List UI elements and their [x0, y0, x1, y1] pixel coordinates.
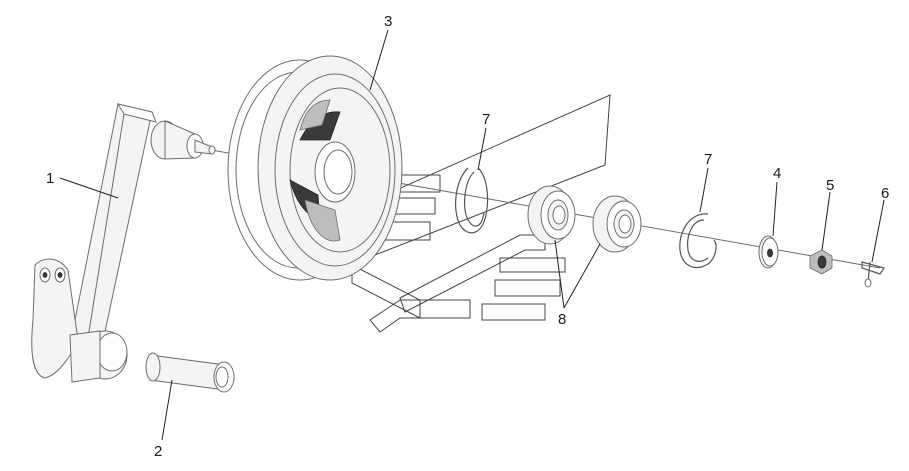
- callout-8: 8: [558, 311, 566, 328]
- part-bearing-2: [592, 195, 642, 253]
- part-arm: [31, 103, 216, 383]
- callout-6: 6: [881, 185, 889, 202]
- callout-7-second: 7: [704, 151, 712, 168]
- callout-1: 1: [46, 170, 54, 187]
- part-pulley: [227, 55, 403, 281]
- part-snap-ring-2: [679, 213, 717, 269]
- callout-2: 2: [154, 443, 162, 460]
- part-bearing-1: [527, 185, 576, 245]
- part-castle-nut: [809, 249, 833, 275]
- part-cotter-pin: [861, 261, 885, 288]
- callout-4: 4: [773, 165, 781, 182]
- callout-5: 5: [826, 177, 834, 194]
- callout-3: 3: [384, 13, 392, 30]
- callout-7-first: 7: [482, 111, 490, 128]
- leader-lines: [59, 29, 885, 441]
- part-snap-ring-1: [455, 167, 489, 234]
- part-washer: [758, 235, 779, 269]
- part-bushing: [145, 352, 235, 393]
